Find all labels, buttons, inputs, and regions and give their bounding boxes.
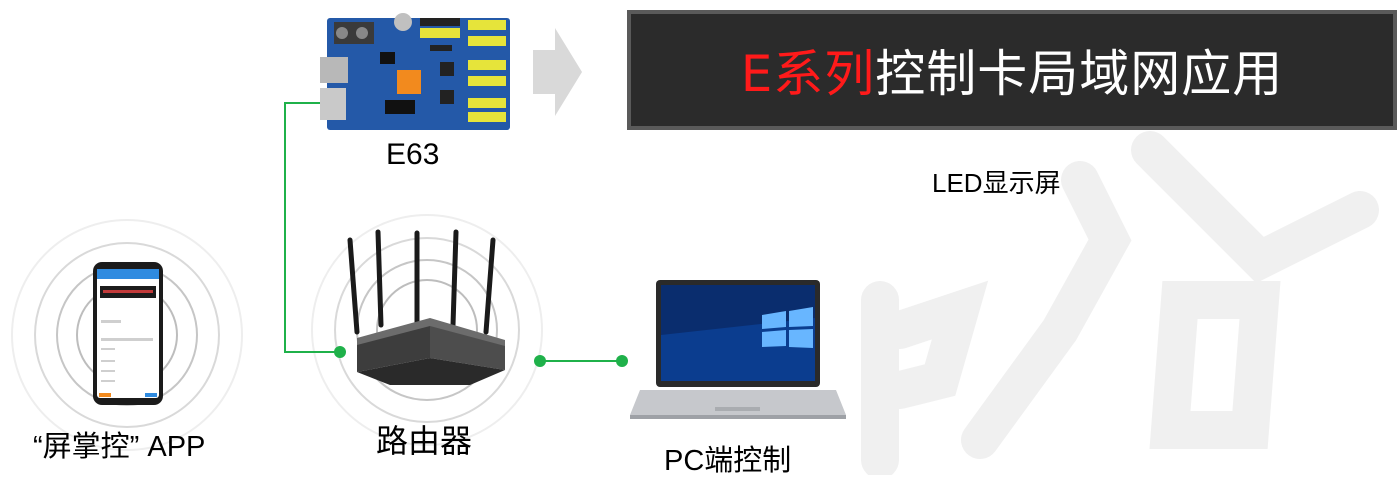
pc-label: PC端控制 [664, 445, 792, 477]
watermark [861, 131, 1379, 475]
card-router-connector [284, 102, 340, 353]
arrow-icon [533, 28, 582, 116]
router-right-dot [534, 355, 546, 367]
router-left-dot [334, 346, 346, 358]
connection-lines [284, 102, 622, 362]
controller-board-icon [320, 13, 510, 130]
pc-dot [616, 355, 628, 367]
led-title-accent: E系列 [740, 45, 876, 103]
router-icon [347, 229, 505, 385]
controller-card-label: E63 [386, 138, 440, 171]
led-screen: E系列控制卡局域网应用 [627, 10, 1397, 130]
laptop-icon [630, 280, 846, 419]
phone-app-label: “屏掌控” APP [33, 431, 206, 463]
router-label: 路由器 [376, 423, 473, 459]
led-screen-caption: LED显示屏 [932, 168, 1061, 198]
led-title-rest: 控制卡局域网应用 [875, 45, 1284, 103]
smartphone-icon [93, 262, 163, 405]
